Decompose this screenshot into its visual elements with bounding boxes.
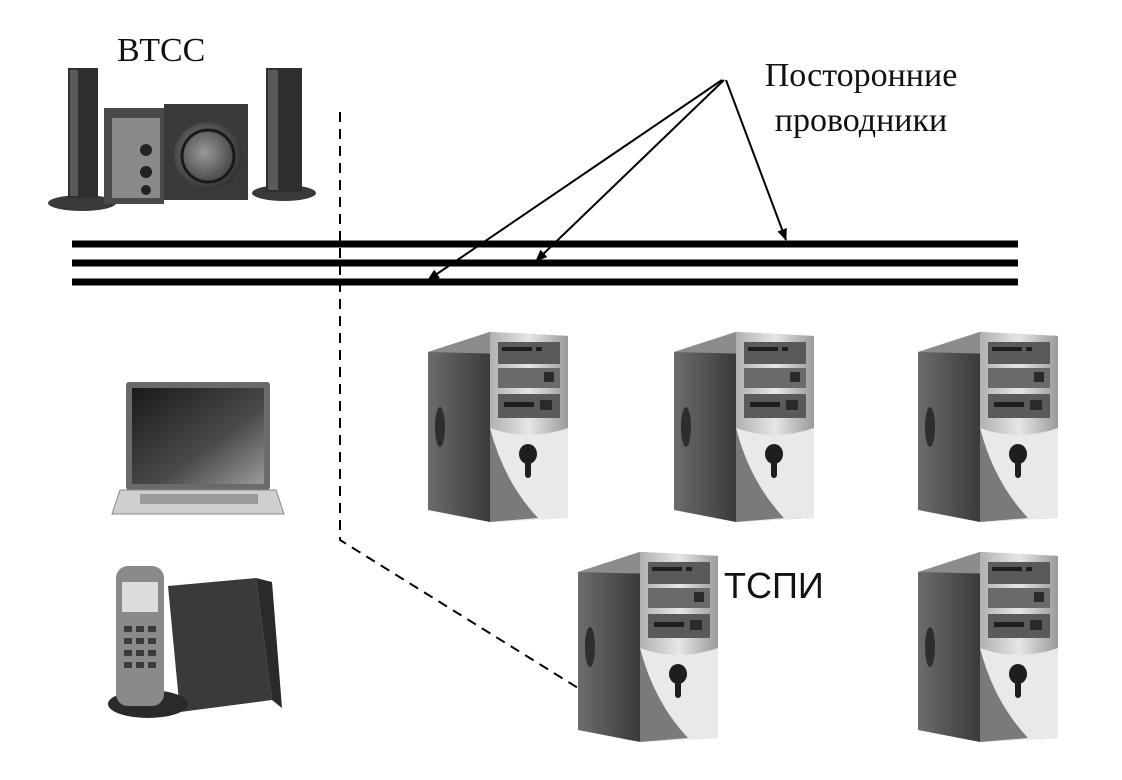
label-tspi: ТСПИ [724,565,824,606]
cordless-phone-icon [108,566,282,718]
controlled-zone-boundary [339,112,579,689]
speaker-system-icon [48,68,316,211]
laptop-icon [111,382,285,515]
label-foreign-conductors-line1: Посторонние [765,57,958,94]
label-vtss: ВТСС [117,32,205,69]
pc-tower-icon [918,552,1058,742]
label-foreign-conductors-line2: проводники [775,102,947,139]
pc-tower-icon [674,332,814,522]
pc-tower-icon [918,332,1058,522]
pointer-arrows [427,79,787,281]
arrow [427,79,723,281]
arrow [725,79,787,241]
arrow [535,79,725,262]
pc-tower-icon [578,552,718,742]
pc-tower-icon [428,332,568,522]
foreign-conductors [72,240,1018,286]
